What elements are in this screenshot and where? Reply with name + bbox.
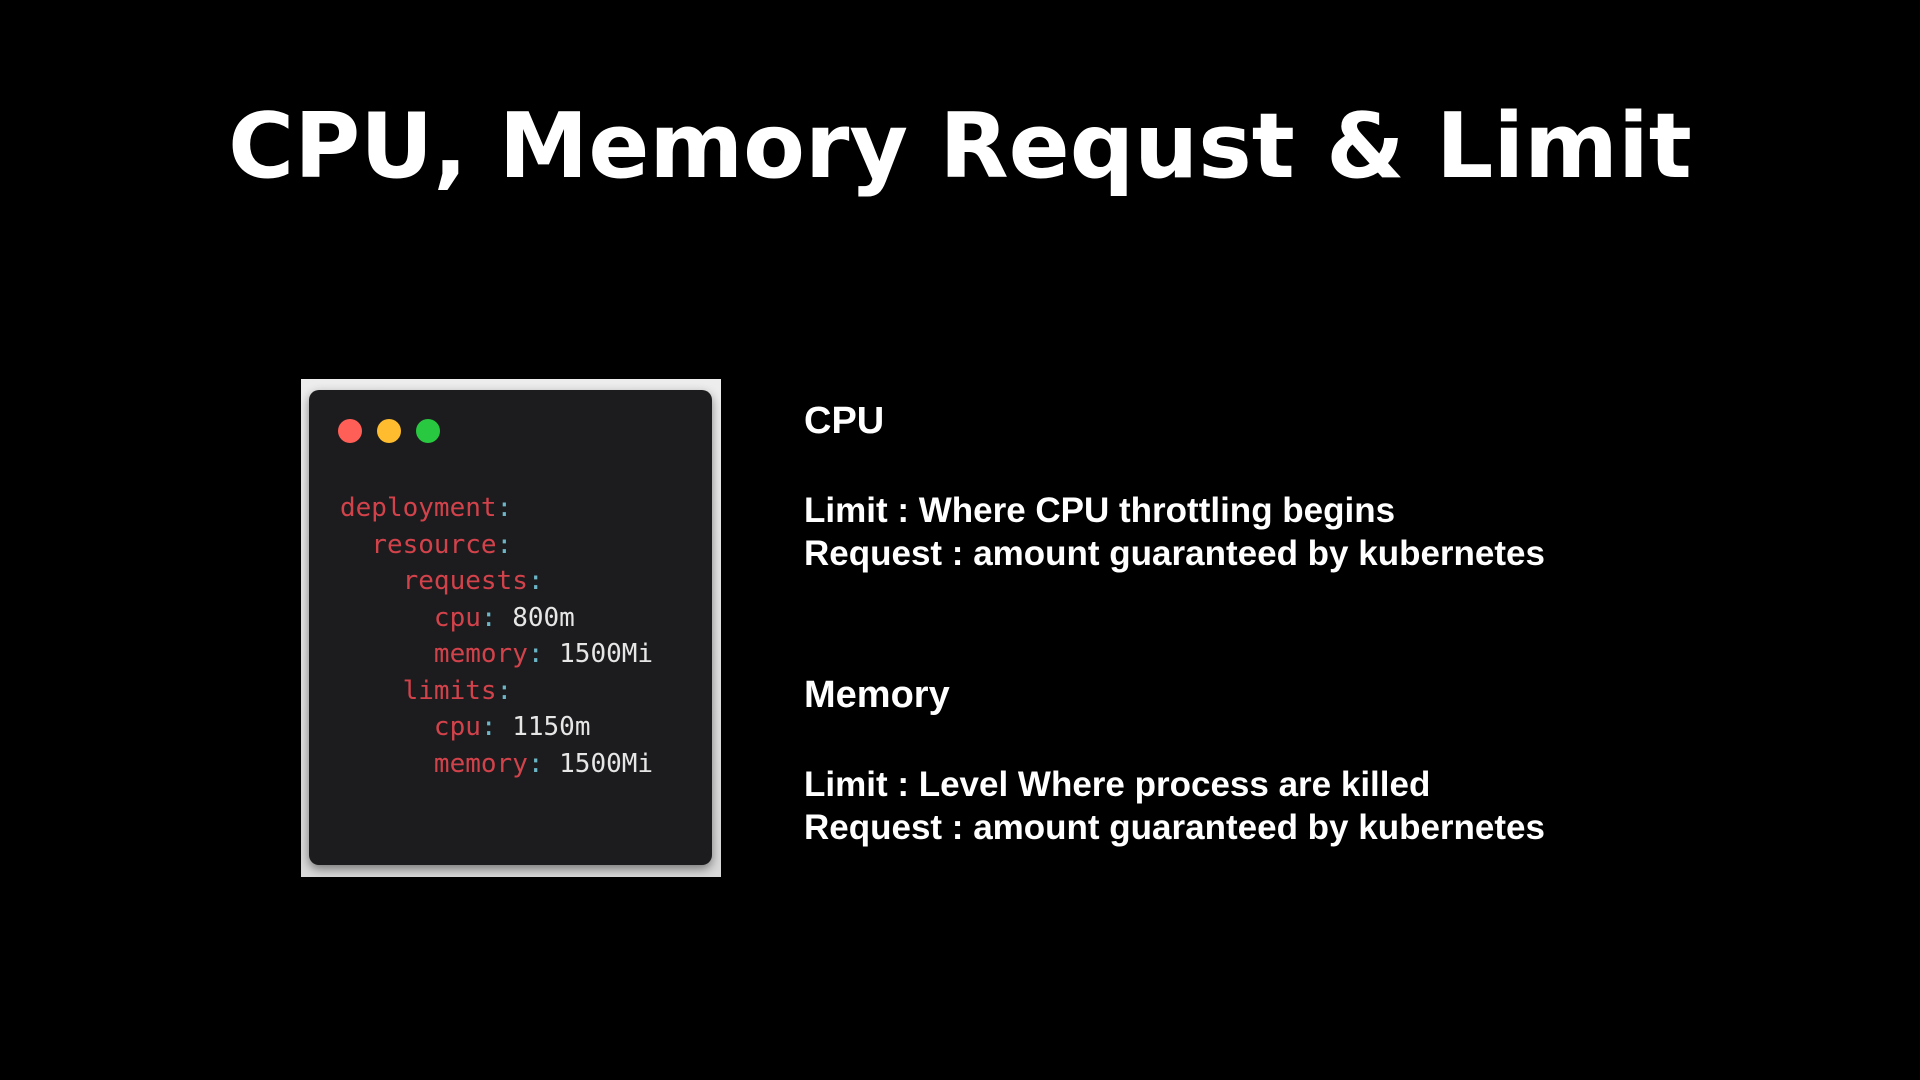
code-line: memory: 1500Mi [340,746,653,783]
minimize-dot-icon [377,419,401,443]
code-key: resource [371,529,497,560]
spacer [804,721,1854,763]
code-line: deployment: [340,490,653,527]
cpu-limit-text: Limit : Where CPU throttling begins [804,491,1396,530]
cpu-heading: CPU [804,400,885,442]
code-key: cpu [433,712,481,742]
close-dot-icon [338,419,362,443]
code-colon: : [527,566,544,596]
window-controls [338,419,440,443]
code-colon: : [480,602,497,633]
code-colon: : [527,748,544,779]
memory-request-text: Request : amount guaranteed by kubernete… [804,808,1545,847]
code-line: memory: 1500Mi [340,636,653,673]
notes-panel: CPU Limit : Where CPU throttling begins … [804,395,1854,849]
code-line: limits: [340,673,653,710]
code-key: memory [433,639,528,669]
code-key: requests [402,566,528,596]
code-line: cpu: 800m [340,600,653,637]
code-window: deployment: resource: requests: cpu: 800… [309,390,712,865]
code-key: deployment [340,493,497,523]
code-screenshot-frame: deployment: resource: requests: cpu: 800… [301,379,721,877]
code-colon: : [480,712,497,742]
memory-limit-text: Limit : Level Where process are killed [804,765,1431,804]
code-line: cpu: 1150m [340,709,653,746]
slide-title: CPU, Memory Requst & Limit [228,94,1692,199]
code-colon: : [496,493,513,523]
code-line: resource: [340,527,653,564]
memory-heading: Memory [804,674,950,716]
code-colon: : [527,639,544,669]
yaml-code-block: deployment: resource: requests: cpu: 800… [340,490,653,782]
code-key: limits [402,675,497,706]
spacer [804,575,1854,669]
code-line: requests: [340,563,653,600]
code-value: 1150m [496,712,591,742]
cpu-request-text: Request : amount guaranteed by kubernete… [804,534,1545,573]
code-colon: : [496,675,513,706]
code-colon: : [496,529,513,560]
code-value: 800m [496,602,575,633]
code-key: memory [433,748,528,779]
maximize-dot-icon [416,419,440,443]
code-value: 1500Mi [543,639,654,669]
code-value: 1500Mi [543,748,654,779]
spacer [804,447,1854,489]
code-key: cpu [433,602,481,633]
